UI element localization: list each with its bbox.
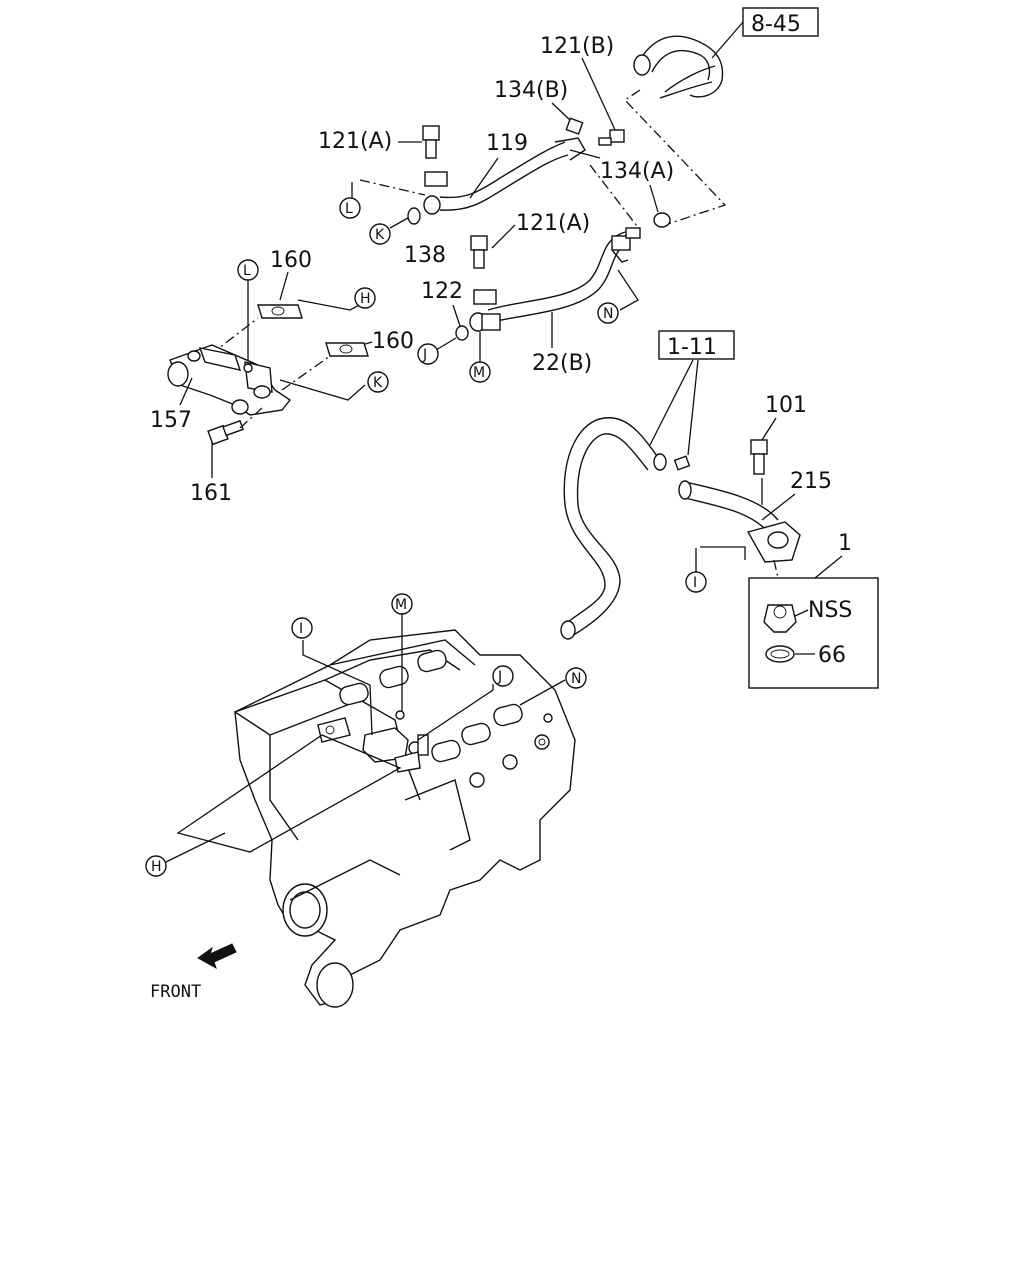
marker-I-right-text: I — [693, 575, 697, 591]
marker-H-engine — [145, 855, 167, 877]
clip-134a — [653, 212, 671, 228]
marker-J-top-text: J — [422, 347, 427, 363]
marker-N-top — [597, 302, 619, 324]
front-label: FRONT — [150, 982, 201, 1002]
label-134a: 134(A) — [600, 159, 674, 184]
water-outlet-157 — [167, 344, 292, 416]
label-138: 138 — [404, 243, 446, 268]
thermostat-nss — [763, 604, 797, 633]
label-1: 1 — [838, 531, 852, 556]
label-215: 215 — [790, 469, 832, 494]
marker-K-left-text: K — [373, 375, 383, 391]
bolt-121b — [598, 129, 625, 146]
marker-H-engine-text: H — [151, 859, 162, 875]
clamp-1-11 — [673, 455, 691, 471]
upper-hose-8-45 — [633, 35, 724, 99]
label-160-mid: 160 — [372, 329, 414, 354]
bolt-121a-top — [422, 125, 440, 159]
bolt-101 — [750, 439, 768, 475]
gasket-160-mid — [325, 342, 369, 357]
marker-H-top — [354, 287, 376, 309]
marker-M-top — [469, 361, 491, 383]
ref-8-45: 8-45 — [751, 12, 801, 37]
marker-I-engine-text: I — [299, 621, 303, 637]
washer-122 — [455, 325, 469, 341]
label-157: 157 — [150, 408, 192, 433]
pipe-119 — [423, 137, 601, 215]
marker-N-top-text: N — [603, 306, 613, 322]
marker-L-top — [339, 197, 361, 219]
marker-L-top-text: L — [345, 201, 353, 217]
label-160-top: 160 — [270, 248, 312, 273]
label-66: 66 — [818, 643, 846, 668]
front-arrow-icon — [197, 943, 237, 970]
label-121b: 121(B) — [540, 34, 614, 59]
ref-box-1-11 — [658, 330, 735, 360]
label-101: 101 — [765, 393, 807, 418]
marker-N-engine-text: N — [571, 671, 581, 687]
engine-block — [233, 629, 576, 1008]
marker-K-left — [367, 371, 389, 393]
label-121a-top: 121(A) — [318, 129, 392, 154]
marker-N-engine — [565, 667, 587, 689]
marker-K-top — [369, 223, 391, 245]
bypass-hose-1-11 — [560, 417, 667, 640]
label-121a-mid: 121(A) — [516, 211, 590, 236]
gasket-160-top — [257, 304, 303, 319]
marker-K-top-text: K — [375, 227, 385, 243]
marker-H-top-text: H — [360, 291, 371, 307]
outlet-pipe-215 — [678, 480, 801, 563]
label-122: 122 — [421, 279, 463, 304]
marker-J-engine — [492, 665, 514, 687]
clip-134b — [565, 117, 584, 135]
label-134b: 134(B) — [494, 78, 568, 103]
marker-L-left-text: L — [243, 263, 251, 279]
label-161: 161 — [190, 481, 232, 506]
gasket-66 — [765, 645, 795, 663]
marker-M-engine-text: M — [395, 597, 407, 613]
label-22b: 22(B) — [532, 351, 592, 376]
ref-1-11: 1-11 — [667, 335, 717, 360]
pipe-22b — [469, 227, 641, 332]
marker-M-engine — [391, 593, 413, 615]
label-119: 119 — [486, 131, 528, 156]
label-nss: NSS — [808, 598, 852, 623]
marker-J-engine-text: J — [497, 669, 502, 685]
bolt-121a-mid — [470, 235, 488, 269]
marker-M-top-text: M — [473, 365, 485, 381]
marker-I-engine — [291, 617, 313, 639]
bolt-161 — [207, 419, 245, 446]
thermostat-kit-box — [748, 577, 879, 689]
marker-J-top — [417, 343, 439, 365]
washer-138 — [407, 207, 421, 225]
